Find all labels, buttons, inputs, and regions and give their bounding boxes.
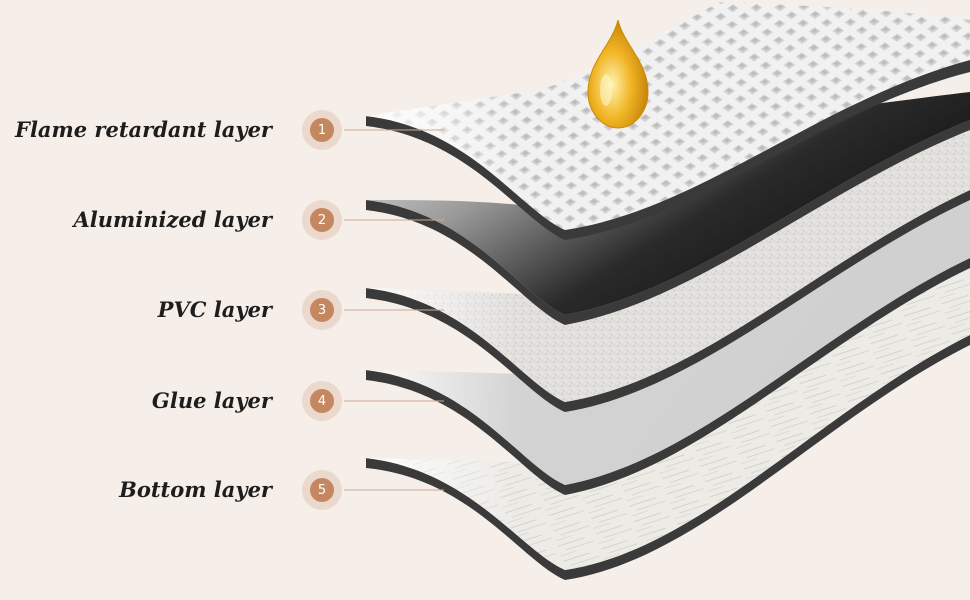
layer-number-1: 1 — [310, 118, 334, 142]
bottom-layer-sheet — [366, 230, 970, 580]
layer-badge-5: 5 — [302, 470, 342, 510]
layer-label-4: Glue layer — [151, 388, 272, 413]
pvc-layer-sheet — [366, 110, 970, 412]
layer-badge-2: 2 — [302, 200, 342, 240]
layer-badge-4: 4 — [302, 381, 342, 421]
layer-label-5: Bottom layer — [119, 477, 272, 502]
layer-number-5: 5 — [310, 478, 334, 502]
layer-label-2: Aluminized layer — [73, 207, 272, 232]
layer-label-1: Flame retardant layer — [15, 117, 272, 142]
glue-layer-sheet — [366, 170, 970, 495]
leader-lines — [344, 129, 444, 491]
layer-badge-3: 3 — [302, 290, 342, 330]
layer-number-2: 2 — [310, 208, 334, 232]
layer-number-4: 4 — [310, 389, 334, 413]
layer-label-3: PVC layer — [157, 297, 272, 322]
layer-badge-1: 1 — [302, 110, 342, 150]
layer-number-3: 3 — [310, 298, 334, 322]
oil-droplet-icon — [587, 19, 649, 129]
flame-retardant-layer-sheet — [366, 2, 970, 240]
